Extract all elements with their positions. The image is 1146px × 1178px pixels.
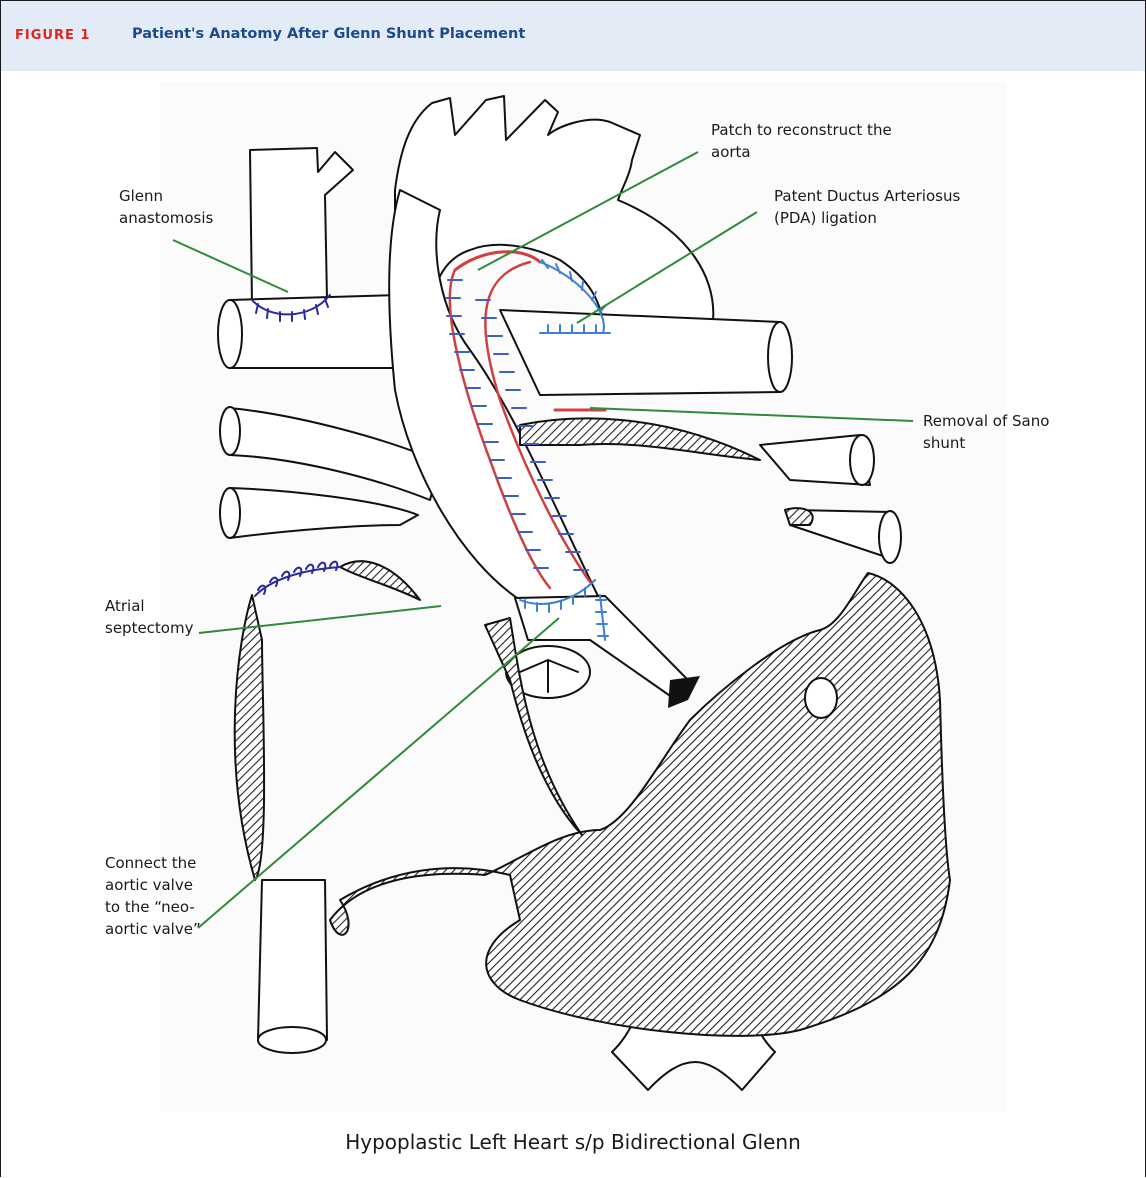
figure-caption: Hypoplastic Left Heart s/p Bidirectional… xyxy=(0,1130,1146,1154)
right-pa-end xyxy=(218,300,242,368)
vein-end xyxy=(220,488,240,538)
left-pulmonary-vein-wall xyxy=(785,508,813,525)
annotation-aortic-patch: Patch to reconstruct the aorta xyxy=(711,119,892,163)
figure-label: FIGURE 1 xyxy=(15,28,90,43)
figure-header: FIGURE 1 Patient's Anatomy After Glenn S… xyxy=(1,1,1145,71)
annotation-atrial-septectomy: Atrial septectomy xyxy=(105,595,193,639)
left-pa-end xyxy=(768,322,792,392)
annotation-pda-ligation: Patent Ductus Arteriosus (PDA) ligation xyxy=(774,185,960,229)
inferior-vena-cava xyxy=(258,880,327,1040)
vein-end xyxy=(850,435,874,485)
figure-title: Patient's Anatomy After Glenn Shunt Plac… xyxy=(132,26,525,42)
vein-end xyxy=(879,511,901,563)
ventricle-opening xyxy=(805,678,837,718)
annotation-glenn-anastomosis: Glenn anastomosis xyxy=(119,185,213,229)
left-pulmonary-artery xyxy=(500,310,780,395)
vein-end xyxy=(220,407,240,455)
annotation-sano-shunt: Removal of Sano shunt xyxy=(923,410,1049,454)
annotation-neo-aortic-valve: Connect the aortic valve to the “neo- ao… xyxy=(105,852,201,940)
ivc-end xyxy=(258,1027,326,1053)
